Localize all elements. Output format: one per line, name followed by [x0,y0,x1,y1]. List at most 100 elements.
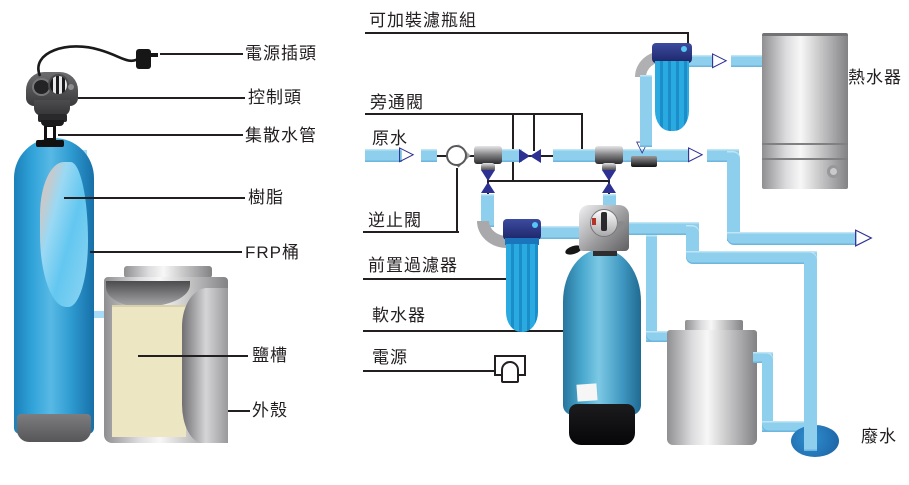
resin-window [40,162,88,307]
label-bypass-valve: 旁通閥 [370,93,424,112]
salt-tank-wave [182,288,228,443]
power-plug-symbol [501,361,519,383]
softener-head-dial-slot [601,212,607,231]
pipe-main-4 [553,149,596,162]
check-valve-symbol [446,145,467,166]
label-check-valve: 逆止閥 [368,211,422,230]
optional-filter-cap-dot [681,46,687,52]
outlet-valve-bottom [602,182,616,193]
softener-tank-base [569,404,635,445]
label-distribution-pipe: 集散水管 [245,126,317,145]
leader-control-head [78,97,245,99]
label-raw-water: 原水 [372,129,408,148]
underline-power [363,370,495,372]
flow-arrow-soft-out: ▷ [855,224,873,250]
label-outer-shell: 外殼 [252,401,288,420]
optional-filter-body [655,61,689,131]
bypass-valve-symbol-right [530,149,541,163]
label-pre-filter: 前置過濾器 [368,256,458,275]
label-frp-tank: FRP桶 [245,243,300,262]
tee-fitting-1-stub [481,163,495,172]
frp-tank-base [17,414,91,442]
label-water-softener: 軟水器 [372,306,426,325]
label-salt-tank: 鹽槽 [252,346,288,365]
control-head-lower [34,100,70,116]
leader-optional-filter-v [687,32,689,45]
label-resin: 樹脂 [248,188,284,207]
pipe-loop-vertical [640,75,652,147]
control-head-base [38,114,67,122]
leader-outer-shell [228,410,250,412]
leader-salt-tank [138,355,248,357]
pipe-brine-elbow [646,331,672,342]
pipe-head-out [627,222,699,235]
control-head-dot [68,84,74,90]
leader-power-plug [160,53,243,55]
water-heater-body [762,33,848,189]
label-waste-water: 廢水 [861,427,897,446]
flow-arrow-raw-water: ▷ [399,141,415,165]
pipe-out-vertical [727,151,740,241]
pipe-main-3 [500,149,522,162]
distribution-pipe-band [36,140,64,147]
tee-fitting-1 [474,146,502,164]
pre-filter-collar [505,238,539,245]
pipe-loop-h2 [731,55,763,67]
underline-check-valve [363,231,459,233]
underline-pre-filter [363,278,508,280]
softener-tank [563,249,641,415]
pre-filter-body [506,244,538,332]
control-head-base2 [41,120,64,126]
label-power: 電源 [372,348,408,367]
pipe-salt-drain-h2 [762,421,808,432]
pre-filter-cap-dot [532,222,538,228]
pipe-head-out-step [686,225,699,258]
outlet-valve-top [602,170,616,181]
bypass-bracket-v2 [533,113,535,151]
water-heater-line-1 [762,143,848,145]
power-cord [37,45,143,77]
softener-tank-label [576,383,598,402]
pre-filter-cap [503,219,541,240]
distribution-pipe-port [44,124,56,141]
label-control-head: 控制頭 [248,88,302,107]
label-water-heater: 熱水器 [848,68,902,87]
inlet-valve-top [481,170,495,181]
salt-tank2-body [667,330,757,445]
check-valve-stub-r [465,155,477,157]
bypass-bracket-v3 [581,113,583,153]
salt-tank-lid [124,266,212,278]
pipe-drain-vertical [804,251,817,451]
pipe-drain-horizontal [686,251,817,264]
underline-softener [363,330,566,332]
water-heater-line-2 [762,158,848,160]
power-plug-prong [150,53,158,57]
salt-fill [112,305,186,437]
pipe-main-1 [365,149,402,162]
bypass-bracket-v1 [512,113,514,182]
pipe-main-2 [421,149,437,162]
softener-head-dial-red [592,218,596,225]
inlet-valve-bottom [481,182,495,193]
flow-arrow-after-union: ▷ [688,141,704,165]
leader-resin [64,197,245,199]
power-plug [136,49,151,69]
elbow-optional-filter [635,51,663,77]
underline-bypass [365,113,583,115]
softener-head-knob [617,221,625,229]
pipe-brine-down [646,235,657,342]
water-heater-valve [827,165,840,178]
valve-connector-line [487,180,610,182]
tee-fitting-2 [595,146,623,164]
bypass-valve-symbol-left [519,149,530,163]
pipe-salt-drain-v [762,352,773,432]
check-valve-stub-l [435,155,449,157]
tee-fitting-2-stub [602,163,616,172]
salt-tank2-lid [685,320,743,331]
leader-frp-tank [90,251,242,253]
label-power-plug: 電源插頭 [245,44,317,63]
pipe-out-horizontal [727,232,855,245]
leader-distribution-pipe [58,134,243,136]
union-fitting [631,156,657,167]
